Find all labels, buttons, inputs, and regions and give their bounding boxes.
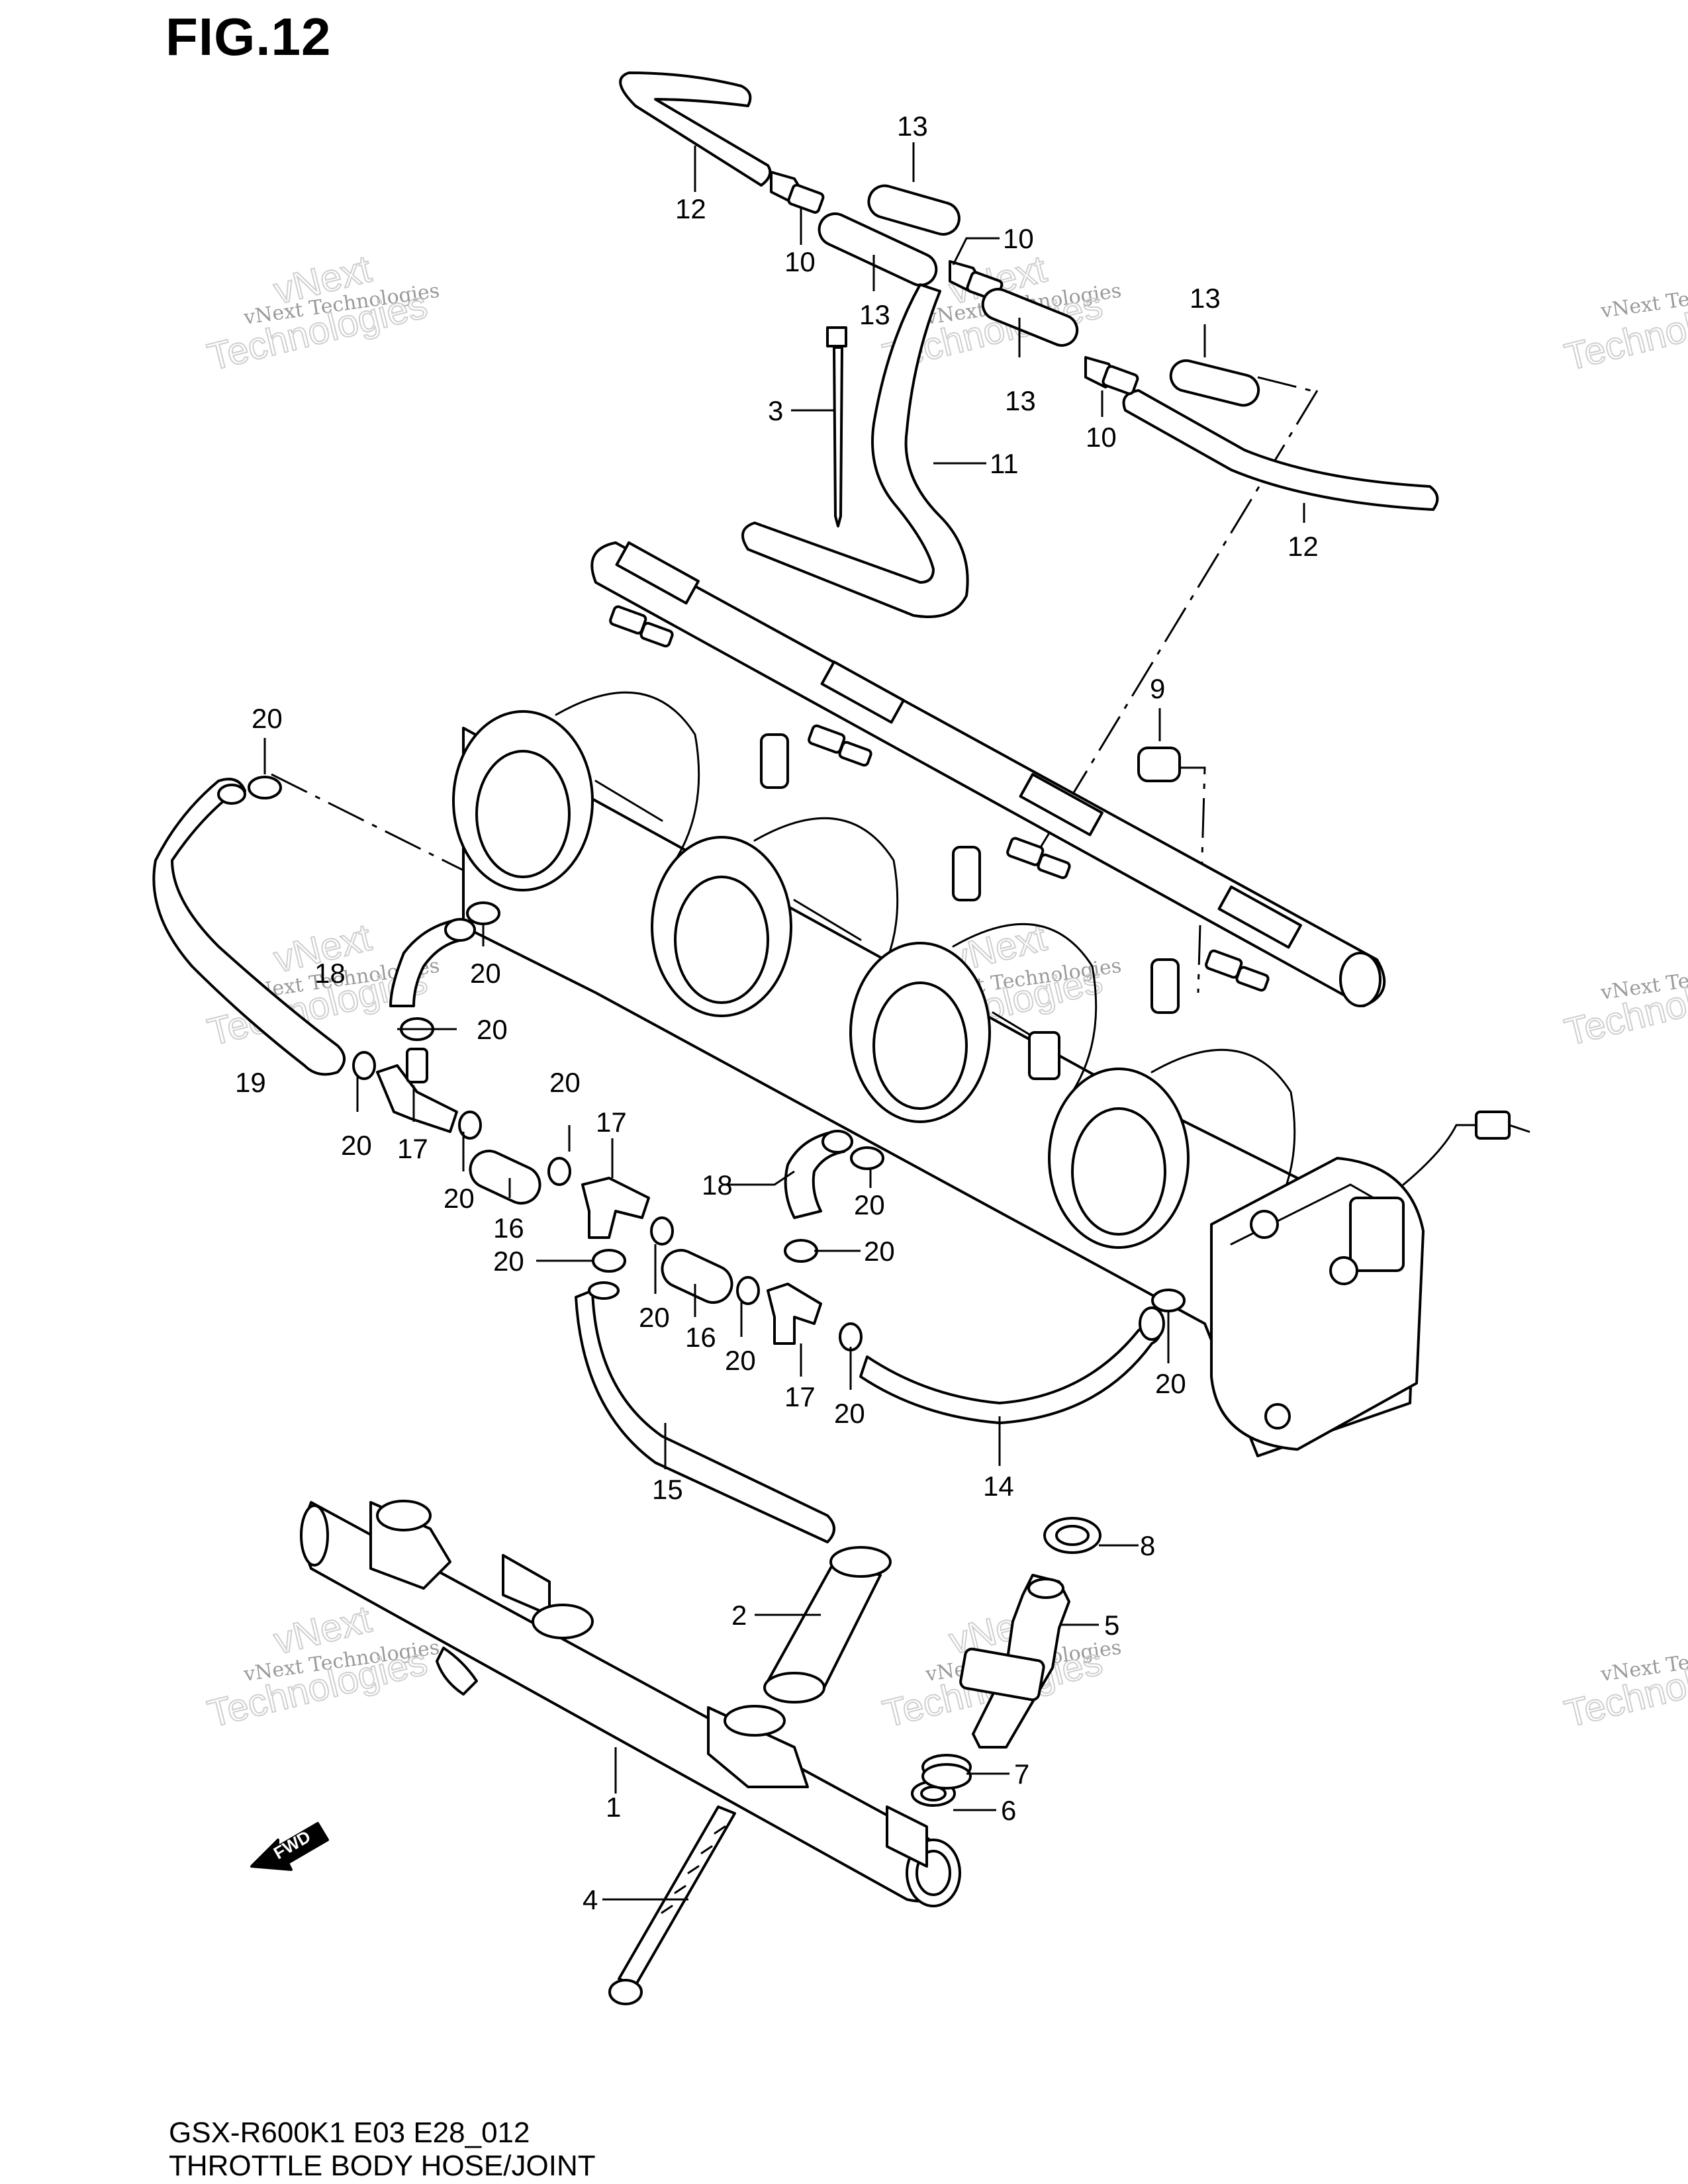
idle-adjust-screws [760,733,1180,1080]
callout-17-c: 17 [784,1381,816,1412]
callout-13-a: 13 [897,111,928,142]
callout-17-a: 17 [397,1133,428,1164]
part-4-bolt [608,1805,736,2005]
callout-20-b: 20 [470,958,501,989]
body-bolts [609,605,1270,992]
watermark-top-left: vNext vNext Technologies Technologies [203,247,441,380]
callout-13-c: 13 [1005,385,1036,416]
part-16-hoses [469,1150,733,1304]
part-20-clamps [248,776,1186,1351]
callout-11: 11 [990,448,1019,479]
callout-20-l: 20 [834,1398,865,1429]
callout-1: 1 [606,1792,621,1823]
watermark-mid-right: vNext Technologies Technologies [1560,954,1688,1055]
figure-code: GSX-R600K1 E03 E28_012 [169,2116,530,2149]
callout-9: 9 [1150,673,1165,704]
callout-5: 5 [1104,1610,1119,1641]
callout-12-a: 12 [675,193,706,224]
callout-20-d: 20 [341,1130,372,1161]
part-11-bent-hose [741,283,969,618]
part-18-elbows [389,918,853,1219]
part-5-injector [959,1574,1070,1749]
callout-8: 8 [1140,1530,1155,1561]
callout-10-b: 10 [1003,223,1034,254]
callout-4: 4 [583,1884,598,1915]
part-2-fuel-nozzle [763,1546,892,1704]
callouts: 12 13 10 13 10 13 13 10 3 11 12 9 20 20 … [235,111,1319,1915]
callout-15: 15 [652,1474,683,1505]
part-17-tees [376,1048,822,1345]
fwd-arrow: FWD [250,1822,329,1871]
callout-19: 19 [235,1067,266,1098]
callout-7: 7 [1014,1758,1029,1790]
callout-20-e: 20 [444,1183,475,1214]
part-12-hose-lower [1122,389,1439,511]
figure-name: THROTTLE BODY HOSE/JOINT [169,2150,596,2182]
callout-10-c: 10 [1086,422,1117,453]
callout-18-a: 18 [314,958,346,989]
callout-16-a: 16 [493,1212,524,1244]
callout-17-b: 17 [596,1107,627,1138]
callout-20-f: 20 [549,1067,581,1098]
part-9-cap [1137,747,1181,782]
throttle-body-assembly [452,541,1530,1457]
callout-16-b: 16 [685,1322,716,1353]
part-10-joints [770,171,1139,395]
part-19-hose [152,778,346,1076]
callout-18-b: 18 [702,1169,733,1201]
part-12-hose-upper [619,71,772,187]
callout-20-g: 20 [854,1189,885,1220]
callout-2: 2 [731,1600,747,1631]
callout-20-j: 20 [639,1302,670,1333]
callout-3: 3 [768,395,783,426]
part-13-hoses [818,184,1260,407]
callout-13-b: 13 [859,299,890,330]
callout-10-a: 10 [784,246,816,277]
callout-20-i: 20 [864,1236,895,1267]
watermark-low-right: vNext Technologies Technologies [1560,1636,1688,1737]
callout-20-a: 20 [252,703,283,734]
part-1-fuel-delivery-pipe [300,1500,961,1907]
part-3-cable-tie [826,326,847,527]
part-14-hose [859,1306,1165,1424]
callout-13-d: 13 [1190,283,1221,314]
figure-title: FIG.12 [165,7,332,66]
watermark-top-right: vNext Technologies Technologies [1560,273,1688,380]
part-15-hose [575,1281,835,1543]
callout-20-h: 20 [493,1246,524,1277]
callout-12-b: 12 [1288,531,1319,562]
part-8-cushion-seal [1043,1517,1102,1554]
callout-20-c: 20 [477,1014,508,1045]
callout-20-m: 20 [1155,1368,1186,1399]
part-7-seal [921,1754,972,1790]
callout-20-k: 20 [725,1345,756,1376]
callout-6: 6 [1001,1795,1016,1826]
callout-14: 14 [983,1471,1014,1502]
leader-lines [263,142,1305,1901]
